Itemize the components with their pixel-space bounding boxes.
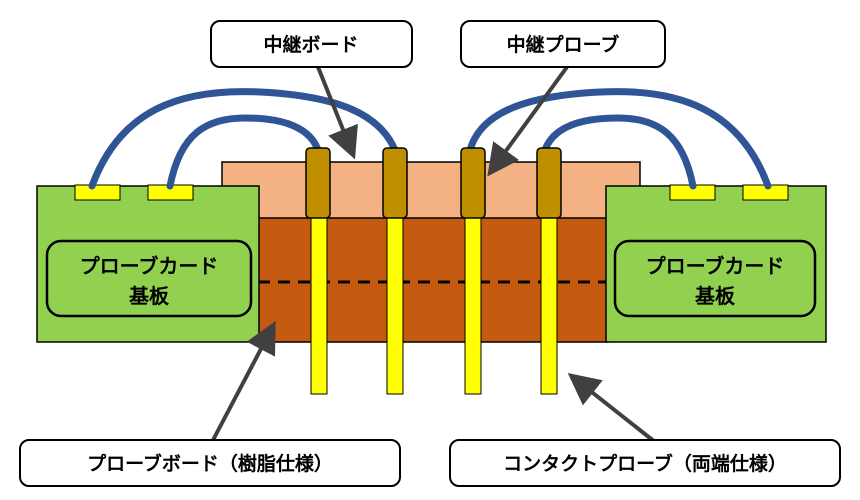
arrow-probe-board [210, 320, 276, 443]
callout-relay-probe: 中継プローブ [507, 33, 620, 56]
callout-probe-board-box [19, 439, 401, 487]
wire-left-inner [166, 114, 322, 190]
substrate-right-label-box [613, 239, 817, 318]
wire-left-outer [88, 88, 399, 190]
substrate-left-label-line1: プローブカード [80, 254, 219, 278]
relay-probe-1 [305, 147, 331, 219]
wire-right-outer [466, 88, 772, 190]
relay-probe-2 [382, 147, 408, 219]
callout-probe-board: プローブボード（樹脂仕様） [87, 452, 333, 475]
contact-probe-2 [386, 217, 404, 395]
substrate-right-label-line1: プローブカード [646, 254, 785, 278]
contact-probe-1 [310, 217, 328, 395]
contact-probe-4 [540, 217, 558, 395]
arrow-relay-board [316, 66, 358, 160]
callout-relay-board: 中継ボード [263, 33, 358, 56]
substrate-left-label-line2: 基板 [129, 284, 170, 308]
contact-probe-3 [464, 217, 482, 395]
callout-relay-probe-box [460, 20, 666, 68]
callout-contact-probe-box [449, 439, 841, 487]
relay-probe-3 [460, 147, 486, 219]
arrow-relay-probe [487, 65, 569, 177]
wire-right-inner [541, 114, 697, 190]
callout-contact-probe: コンタクトプローブ（両端仕様） [503, 452, 787, 475]
callout-relay-board-box [210, 20, 413, 68]
relay-probe-4 [536, 147, 562, 219]
substrate-left-label-box [45, 239, 253, 318]
arrow-contact-probe [567, 373, 657, 444]
substrate-right-label-line2: 基板 [695, 284, 736, 308]
relay-board [221, 161, 641, 221]
pad-left-outer [74, 184, 121, 201]
